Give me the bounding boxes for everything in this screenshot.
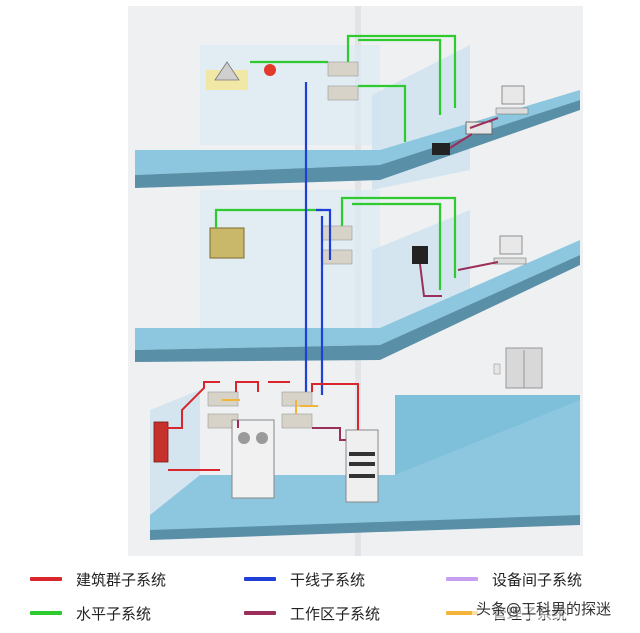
horizontal-cable-f2 [214,196,457,290]
scanner-icon [209,227,245,259]
fax-machine-icon [432,143,450,155]
printer-icon [465,121,493,135]
floor-1-wall-left [150,390,200,515]
legend-swatch [244,577,276,581]
floor-1 [150,347,580,540]
floor-3-slab-top [135,90,580,175]
fire-panel-icon [153,421,169,463]
work-area-cable-f2 [419,261,499,297]
building-cabling-diagram [128,6,583,556]
server-cabinet-icon [345,429,379,503]
legend-label: 设备间子系统 [492,570,583,589]
floor-3-slab-edge [135,100,580,188]
legend-backbone: 干线子系统 [244,569,365,589]
legend-horizontal: 水平子系统 [30,603,151,623]
admin-cable [222,399,318,414]
legend-campus: 建筑群子系统 [30,569,166,589]
backbone-cable [304,82,332,395]
floor-1-slab-edge [150,515,580,540]
floor-2-wall-left [200,190,380,330]
alarm-bell-icon [264,64,276,76]
legend-label: 工作区子系统 [290,604,381,623]
watermark: 头条@工科男的探迷 [472,598,616,619]
telephone-switch-icon [231,419,275,499]
floor-3 [135,34,580,190]
floor-2-slab-top [135,240,580,350]
legend-swatch [446,577,478,581]
legend-label: 建筑群子系统 [76,570,167,589]
work-area-cable-f3 [449,117,499,149]
computer-icon [495,85,529,115]
horizontal-cable-f3 [250,34,457,142]
legend-label: 干线子系统 [290,570,366,589]
legend-swatch [30,611,62,615]
floor-2-slab-edge [135,255,580,362]
legend-equipment-room: 设备间子系统 [446,569,582,589]
patch-panel-icon [327,61,359,101]
fax-machine-icon [412,246,428,264]
floor-2 [135,190,580,362]
computer-icon [493,235,527,265]
legend-swatch [244,611,276,615]
legend-swatch [446,611,478,615]
work-area-cable-f1 [237,420,346,441]
legend-swatch [30,577,62,581]
campus-cable [166,381,359,471]
ceiling-speaker-icon [206,61,248,90]
legend-label: 水平子系统 [76,604,152,623]
legend-work-area: 工作区子系统 [244,603,380,623]
elevator-icon [493,347,543,389]
